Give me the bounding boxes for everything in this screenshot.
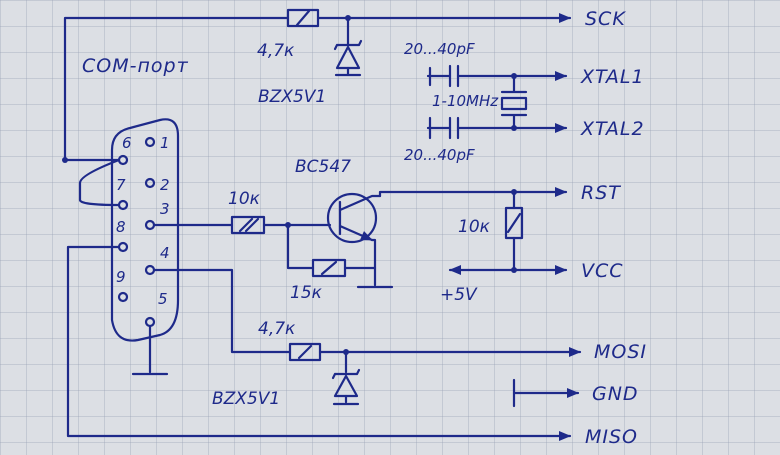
capacitor-top bbox=[448, 64, 460, 88]
com-port-label: COM-порт bbox=[82, 55, 189, 77]
pin-3-label: 3 bbox=[160, 200, 170, 218]
r-sck-value: 4,7к bbox=[257, 41, 295, 61]
pin-4-label: 4 bbox=[160, 244, 170, 262]
pin-7-label: 7 bbox=[116, 176, 126, 194]
signal-sck: SCK bbox=[585, 8, 626, 30]
pin-6-label: 6 bbox=[122, 134, 132, 152]
c-bottom-value: 20...40pF bbox=[404, 146, 475, 164]
db9-connector bbox=[62, 118, 180, 376]
pin-2-label: 2 bbox=[160, 176, 170, 194]
zener-mosi bbox=[331, 350, 361, 406]
transistor-label: BC547 bbox=[295, 157, 351, 177]
signal-rst: RST bbox=[581, 182, 621, 204]
xtal-section bbox=[426, 64, 568, 140]
signal-xtal2: XTAL2 bbox=[580, 118, 645, 140]
zener-sck-label: BZX5V1 bbox=[258, 87, 326, 107]
r-mosi-value: 4,7к bbox=[258, 319, 296, 339]
gnd-line bbox=[512, 378, 580, 408]
pin-1-label: 1 bbox=[160, 134, 170, 152]
zener-mosi-label: BZX5V1 bbox=[212, 389, 280, 409]
transistor-bc547 bbox=[326, 187, 568, 289]
zener-sck bbox=[333, 16, 363, 77]
r-base-value: 10к bbox=[228, 189, 261, 209]
pin-5-label: 5 bbox=[158, 290, 168, 308]
signal-vcc: VCC bbox=[581, 260, 624, 282]
signal-gnd: GND bbox=[592, 383, 639, 405]
capacitor-bottom bbox=[448, 116, 460, 140]
rst-section bbox=[152, 187, 568, 289]
signal-miso: MISO bbox=[585, 426, 638, 448]
pin-8-label: 8 bbox=[116, 218, 126, 236]
signal-xtal1: XTAL1 bbox=[580, 66, 645, 88]
pin-9-label: 9 bbox=[116, 268, 126, 286]
sck-line bbox=[63, 8, 572, 162]
resistor-base bbox=[230, 215, 266, 235]
r-feedback-value: 15к bbox=[290, 283, 323, 303]
miso-line bbox=[66, 245, 572, 441]
crystal-value: 1-10MHz bbox=[432, 92, 499, 110]
signal-mosi: MOSI bbox=[594, 341, 647, 363]
c-top-value: 20...40pF bbox=[404, 40, 475, 58]
plus5v-label: +5V bbox=[440, 285, 478, 305]
mosi-line bbox=[152, 268, 582, 406]
r-pullup-value: 10к bbox=[458, 217, 491, 237]
crystal bbox=[500, 74, 528, 130]
